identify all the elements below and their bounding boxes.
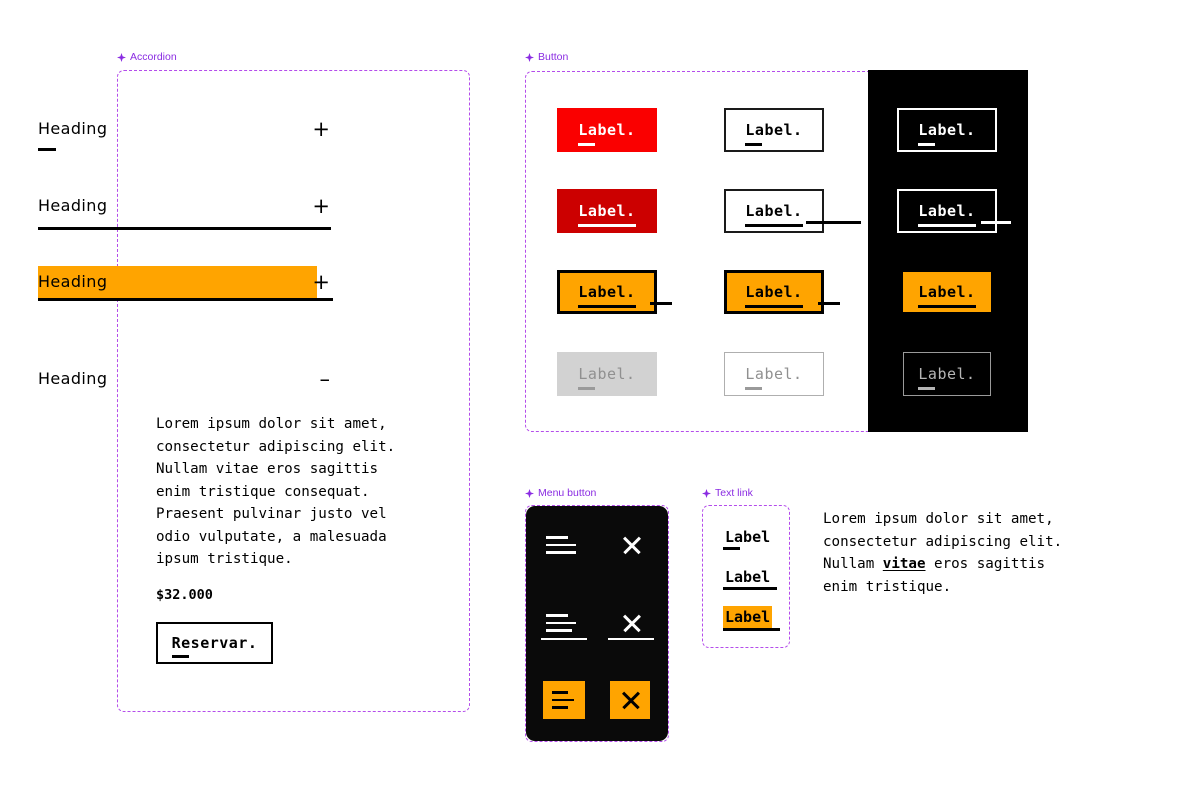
accordion-collapse-icon[interactable]: – bbox=[319, 366, 331, 391]
accordion-active-underline bbox=[38, 298, 333, 301]
hamburger-icon bbox=[546, 629, 572, 632]
text-link-hover[interactable]: Label bbox=[723, 570, 772, 585]
section-label-text: Menu button bbox=[538, 487, 597, 499]
section-label-textlink: Text link bbox=[702, 488, 753, 499]
close-icon bbox=[621, 535, 641, 555]
hamburger-icon bbox=[546, 551, 576, 554]
menu-hamburger-hover-underline bbox=[541, 638, 587, 641]
component-sparkle-icon bbox=[702, 488, 711, 498]
section-label-menu: Menu button bbox=[525, 488, 596, 499]
accordion-expand-icon[interactable]: + bbox=[312, 269, 330, 294]
text-link-default[interactable]: Label bbox=[723, 530, 772, 545]
button-label: Label. bbox=[918, 364, 976, 390]
button-hover-primary[interactable]: Label. bbox=[557, 189, 657, 233]
accordion-expand-icon[interactable]: + bbox=[312, 116, 330, 141]
button-disabled-dark: Label. bbox=[903, 352, 991, 396]
close-icon bbox=[620, 690, 640, 710]
close-icon bbox=[621, 613, 641, 633]
component-sparkle-icon bbox=[525, 52, 534, 62]
component-sparkle-icon bbox=[117, 52, 126, 62]
button-label: Label. bbox=[745, 201, 803, 227]
button-label: Label. bbox=[578, 120, 636, 146]
section-label-button: Button bbox=[525, 52, 568, 63]
accordion-heading: Heading bbox=[38, 119, 108, 138]
accordion-heading: Heading bbox=[38, 369, 108, 388]
accordion-hover-underline bbox=[38, 227, 331, 230]
button-label: Label. bbox=[578, 364, 636, 390]
button-label: Label. bbox=[578, 201, 636, 227]
text-link-label: Label bbox=[725, 528, 771, 546]
button-disabled-secondary: Label. bbox=[724, 352, 824, 396]
accordion-heading: Heading bbox=[38, 196, 108, 215]
button-label: Label. bbox=[745, 282, 803, 308]
sample-paragraph: Lorem ipsum dolor sit amet, consectetur … bbox=[823, 508, 1103, 598]
button-label: Label. bbox=[745, 364, 803, 390]
accordion-row-1[interactable]: Heading + bbox=[38, 114, 330, 151]
reservar-button-label: Reservar. bbox=[171, 633, 258, 658]
hamburger-icon bbox=[552, 691, 568, 694]
button-active-primary[interactable]: Label. bbox=[557, 270, 657, 314]
button-label: Label. bbox=[918, 120, 976, 146]
text-link-active[interactable]: Label bbox=[723, 606, 773, 628]
button-disabled-primary: Label. bbox=[557, 352, 657, 396]
component-sparkle-icon bbox=[525, 488, 534, 498]
menu-hamburger-hover[interactable] bbox=[546, 602, 588, 644]
hamburger-icon bbox=[546, 621, 576, 625]
section-label-text: Button bbox=[538, 51, 569, 63]
button-label: Label. bbox=[745, 120, 803, 146]
hamburger-icon bbox=[552, 706, 568, 709]
menu-frame bbox=[525, 505, 669, 742]
button-active-secondary-tail bbox=[818, 302, 840, 305]
paragraph-before: Lorem ipsum dolor sit amet, consectetur … bbox=[823, 511, 1063, 572]
button-label: Label. bbox=[918, 201, 976, 227]
hamburger-icon bbox=[552, 698, 574, 702]
menu-hamburger-default[interactable] bbox=[546, 524, 588, 566]
section-label-text: Accordion bbox=[130, 51, 177, 63]
accordion-active-highlight bbox=[38, 266, 317, 298]
button-active-secondary[interactable]: Label. bbox=[724, 270, 824, 314]
hamburger-icon bbox=[546, 543, 576, 547]
text-link-default-underline bbox=[723, 547, 740, 550]
accordion-body-text: Lorem ipsum dolor sit amet, consectetur … bbox=[156, 416, 396, 567]
button-default-dark[interactable]: Label. bbox=[897, 108, 997, 152]
menu-close-active[interactable] bbox=[610, 681, 650, 719]
section-label-accordion: Accordion bbox=[117, 52, 177, 63]
accordion-heading: Heading bbox=[38, 272, 108, 291]
inline-text-link[interactable]: vitae bbox=[882, 556, 926, 572]
menu-hamburger-active[interactable] bbox=[543, 681, 585, 719]
menu-close-default[interactable] bbox=[610, 524, 652, 566]
section-label-text: Text link bbox=[715, 487, 753, 499]
accordion-expand-icon[interactable]: + bbox=[312, 193, 330, 218]
reservar-button[interactable]: Reservar. bbox=[156, 622, 273, 664]
accordion-focus-underline bbox=[38, 148, 56, 151]
button-hover-dark-tail bbox=[981, 221, 1011, 224]
accordion-row-4[interactable]: Heading – bbox=[38, 364, 330, 394]
button-hover-secondary[interactable]: Label. bbox=[724, 189, 824, 233]
text-link-hover-underline bbox=[723, 587, 777, 590]
button-hover-dark[interactable]: Label. bbox=[897, 189, 997, 233]
button-active-dark[interactable]: Label. bbox=[903, 272, 991, 312]
menu-close-hover-underline bbox=[608, 638, 654, 641]
button-hover-secondary-tail bbox=[806, 221, 861, 224]
text-link-active-underline bbox=[723, 628, 780, 631]
accordion-row-3[interactable]: Heading + bbox=[38, 266, 333, 301]
button-label: Label. bbox=[578, 282, 636, 308]
paragraph-after: eros sagittis enim tristique. bbox=[823, 556, 1046, 595]
hamburger-icon bbox=[546, 614, 568, 617]
text-link-frame bbox=[702, 505, 790, 648]
button-label: Label. bbox=[918, 282, 976, 308]
button-default-secondary[interactable]: Label. bbox=[724, 108, 824, 152]
accordion-frame bbox=[117, 70, 470, 712]
button-default-primary[interactable]: Label. bbox=[557, 108, 657, 152]
hamburger-icon bbox=[546, 536, 568, 539]
button-active-primary-tail bbox=[650, 302, 672, 305]
text-link-label: Label bbox=[725, 568, 771, 586]
text-link-label: Label bbox=[723, 606, 773, 628]
accordion-row-2[interactable]: Heading + bbox=[38, 191, 331, 230]
accordion-price: $32.000 bbox=[156, 587, 213, 603]
